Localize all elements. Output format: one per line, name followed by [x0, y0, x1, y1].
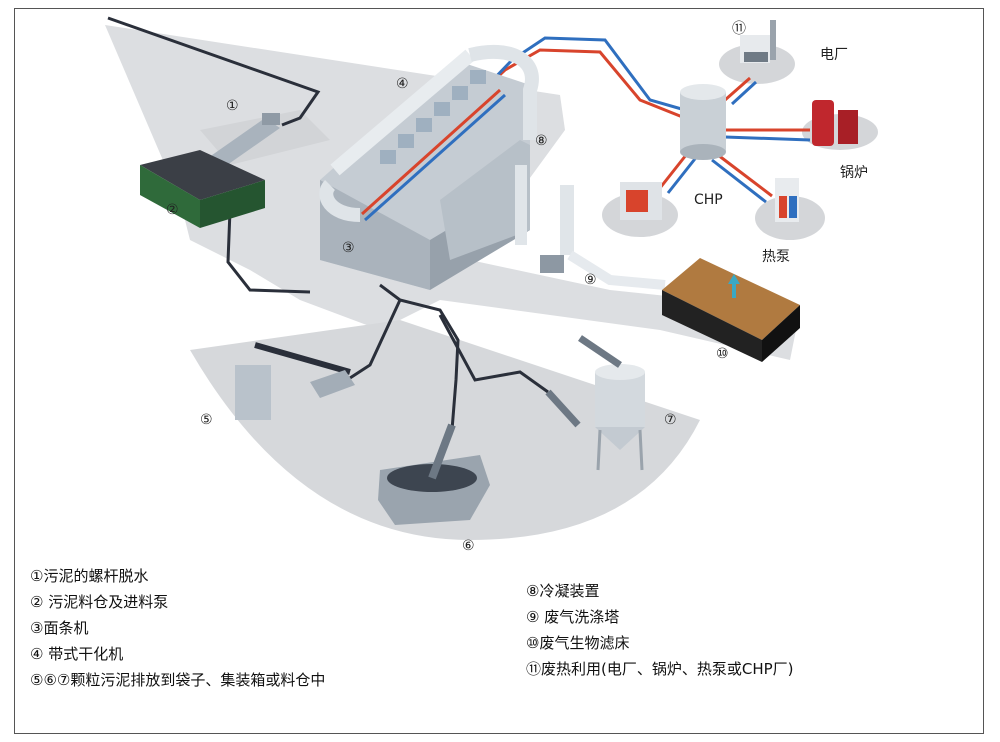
legend-item: ⑩废气生物滤床	[526, 634, 630, 652]
marker-5: ⑤	[200, 412, 213, 428]
marker-7: ⑦	[664, 412, 677, 428]
label-boiler: 锅炉	[840, 165, 868, 181]
legend-left: ①污泥的螺杆脱水 ② 污泥料仓及进料泵 ③面条机 ④ 带式干化机 ⑤⑥⑦颗粒污泥…	[30, 563, 325, 693]
scrubber-tower	[540, 185, 666, 290]
biofilter-bed	[662, 258, 800, 362]
screw-dewatering-unit	[205, 113, 280, 170]
sludge-pipe-bin	[226, 209, 311, 294]
marker-4: ④	[396, 76, 409, 92]
legend-item: ⑨ 废气洗涤塔	[526, 608, 620, 626]
heat-link-power-b	[730, 80, 758, 106]
sludge-pipe-inlet	[107, 16, 321, 127]
heat-link-chp-b	[666, 154, 700, 194]
heat-link-power	[724, 76, 751, 102]
legend-item: ⑧冷凝装置	[526, 582, 600, 600]
sludge-container	[378, 423, 490, 525]
sludge-bin	[140, 150, 265, 228]
marker-1: ①	[226, 98, 239, 114]
legend-item: ② 污泥料仓及进料泵	[30, 593, 169, 611]
legend-item: ④ 带式干化机	[30, 645, 124, 663]
marker-2: ②	[166, 202, 179, 218]
power-plant	[740, 20, 776, 63]
marker-10: ⑩	[716, 346, 729, 362]
sludge-pipe-right	[438, 314, 549, 394]
legend-item: ①污泥的螺杆脱水	[30, 567, 149, 585]
sludge-silo	[545, 335, 645, 471]
floor-arc	[190, 320, 700, 540]
chp-hub-tank	[680, 84, 726, 160]
marker-11: ⑪	[732, 21, 746, 37]
marker-6: ⑥	[462, 538, 475, 554]
label-power-plant: 电厂	[820, 47, 848, 63]
label-chp: CHP	[694, 192, 723, 208]
legend-item: ⑪废热利用(电厂、锅炉、热泵或CHP厂)	[526, 660, 794, 678]
legend-right: ⑧冷凝装置 ⑨ 废气洗涤塔 ⑩废气生物滤床 ⑪废热利用(电厂、锅炉、热泵或CHP…	[526, 578, 794, 682]
heat-link-heatpump-b	[711, 158, 767, 204]
marker-8: ⑧	[535, 133, 548, 149]
diagram-frame	[14, 8, 984, 734]
legend-item: ③面条机	[30, 619, 89, 637]
dryer-fans	[380, 70, 486, 164]
marker-9: ⑨	[584, 272, 597, 288]
sludge-pipe-out	[379, 283, 460, 431]
condensing-unit	[440, 140, 530, 260]
marker-3: ③	[342, 240, 355, 256]
bagging-station	[235, 342, 355, 420]
label-heat-pump: 热泵	[762, 249, 790, 265]
heat-pump-unit	[775, 178, 799, 222]
sludge-pipe-left	[349, 299, 402, 380]
heat-link-heatpump	[717, 153, 773, 198]
legend-item: ⑤⑥⑦颗粒污泥排放到袋子、集装箱或料仓中	[30, 671, 326, 689]
chp-unit	[620, 182, 662, 220]
boiler-units	[812, 100, 858, 146]
heat-link-boiler-b	[724, 135, 811, 142]
